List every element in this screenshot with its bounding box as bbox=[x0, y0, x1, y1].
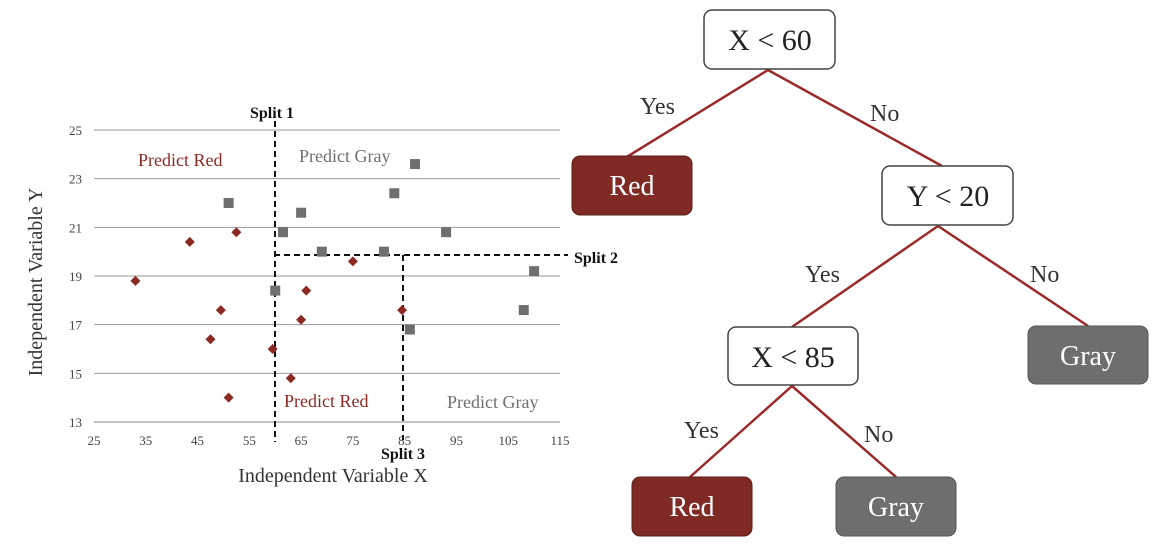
edge-label-n2-no: No bbox=[1030, 262, 1059, 288]
edge-n3-no bbox=[791, 385, 897, 478]
leaf-gray-2: Gray bbox=[835, 476, 957, 537]
data-point-gray bbox=[296, 207, 307, 218]
leaf-red-1: Red bbox=[571, 155, 693, 216]
data-point-gray bbox=[529, 266, 540, 277]
y-tick-label: 17 bbox=[69, 318, 83, 333]
x-tick-label: 75 bbox=[346, 433, 359, 448]
region-label-bottom-right: Predict Gray bbox=[447, 392, 538, 412]
scatter-plot: 25 35 45 55 65 75 85 95 105 115 13 15 17 19 21 23 25 Sp… bbox=[25, 105, 618, 487]
tree-node-y-split: Y < 20 bbox=[881, 165, 1014, 226]
y-tick-labels: 13 15 17 19 21 23 25 bbox=[69, 123, 83, 430]
gridlines bbox=[94, 129, 560, 374]
data-point-red bbox=[296, 314, 307, 325]
tree-node-y-split-label: Y < 20 bbox=[907, 180, 989, 213]
tree-node-root: X < 60 bbox=[703, 9, 836, 70]
y-tick-label: 13 bbox=[69, 415, 82, 430]
x-tick-label: 115 bbox=[550, 433, 569, 448]
split-3-label: Split 3 bbox=[381, 446, 425, 463]
data-point-red bbox=[285, 373, 296, 384]
region-label-bottom-middle: Predict Red bbox=[284, 391, 368, 411]
leaf-red-2: Red bbox=[631, 476, 753, 537]
leaf-gray-1-label: Gray bbox=[1060, 341, 1116, 372]
y-axis-label: Independent Variable Y bbox=[25, 188, 47, 377]
leaf-gray-1: Gray bbox=[1027, 325, 1149, 385]
leaf-red-1-label: Red bbox=[609, 171, 654, 202]
y-tick-label: 15 bbox=[69, 366, 82, 381]
data-point-gray bbox=[223, 198, 234, 208]
tree-node-x85-label: X < 85 bbox=[751, 341, 835, 374]
y-tick-label: 21 bbox=[69, 220, 82, 235]
x-tick-label: 45 bbox=[191, 433, 204, 448]
x-tick-label: 55 bbox=[243, 433, 256, 448]
data-point-red bbox=[397, 305, 408, 316]
data-point-red bbox=[301, 285, 312, 296]
data-point-gray bbox=[410, 159, 421, 170]
region-label-top-left: Predict Red bbox=[138, 150, 222, 170]
x-tick-label: 65 bbox=[295, 433, 308, 448]
data-point-red bbox=[267, 344, 278, 354]
split-2-label: Split 2 bbox=[574, 250, 618, 267]
edge-root-yes bbox=[624, 68, 769, 160]
edge-n2-no bbox=[937, 224, 1089, 328]
edge-root-no bbox=[767, 68, 943, 168]
edge-n2-yes bbox=[791, 224, 939, 329]
data-points bbox=[130, 159, 540, 403]
split-1-label: Split 1 bbox=[250, 105, 294, 122]
x-axis-label: Independent Variable X bbox=[238, 465, 428, 487]
data-point-red bbox=[215, 305, 226, 316]
x-tick-label: 25 bbox=[88, 433, 101, 448]
tree-node-root-label: X < 60 bbox=[728, 24, 812, 57]
x-tick-label: 105 bbox=[498, 433, 518, 448]
edge-n3-yes bbox=[689, 385, 793, 478]
data-point-gray bbox=[316, 246, 327, 257]
data-point-red bbox=[130, 275, 141, 286]
x-tick-label: 85 bbox=[398, 433, 411, 448]
y-tick-label: 19 bbox=[69, 269, 82, 284]
edge-label-n3-yes: Yes bbox=[684, 418, 719, 444]
data-point-red bbox=[184, 236, 195, 247]
data-point-red bbox=[347, 256, 358, 267]
data-point-red bbox=[205, 334, 216, 345]
y-tick-label: 25 bbox=[69, 123, 82, 138]
y-tick-label: 23 bbox=[69, 172, 82, 187]
x-tick-labels: 25 35 45 55 65 75 85 95 105 115 bbox=[88, 433, 570, 448]
data-point-gray bbox=[270, 285, 281, 296]
region-label-top-right: Predict Gray bbox=[299, 146, 390, 166]
leaf-red-2-label: Red bbox=[669, 492, 714, 523]
x-tick-label: 95 bbox=[450, 433, 463, 448]
leaf-gray-2-label: Gray bbox=[868, 492, 924, 523]
x-tick-label: 35 bbox=[139, 433, 152, 448]
data-point-gray bbox=[277, 227, 288, 238]
data-point-red bbox=[223, 392, 234, 403]
decision-tree: Yes No Yes No Yes No X < 60 Y < 20 X < 8… bbox=[571, 9, 1149, 537]
edge-label-n2-yes: Yes bbox=[805, 262, 840, 288]
data-point-gray bbox=[378, 246, 389, 257]
tree-node-x85: X < 85 bbox=[727, 326, 859, 386]
data-point-gray bbox=[441, 227, 452, 238]
data-point-red bbox=[231, 227, 242, 238]
edge-label-n3-no: No bbox=[864, 422, 893, 448]
data-point-gray bbox=[389, 188, 400, 199]
data-point-gray bbox=[404, 324, 415, 335]
edge-label-root-no: No bbox=[870, 101, 899, 127]
data-point-gray bbox=[518, 305, 529, 316]
split-2-line bbox=[274, 254, 568, 256]
edge-label-root-yes: Yes bbox=[640, 94, 675, 120]
